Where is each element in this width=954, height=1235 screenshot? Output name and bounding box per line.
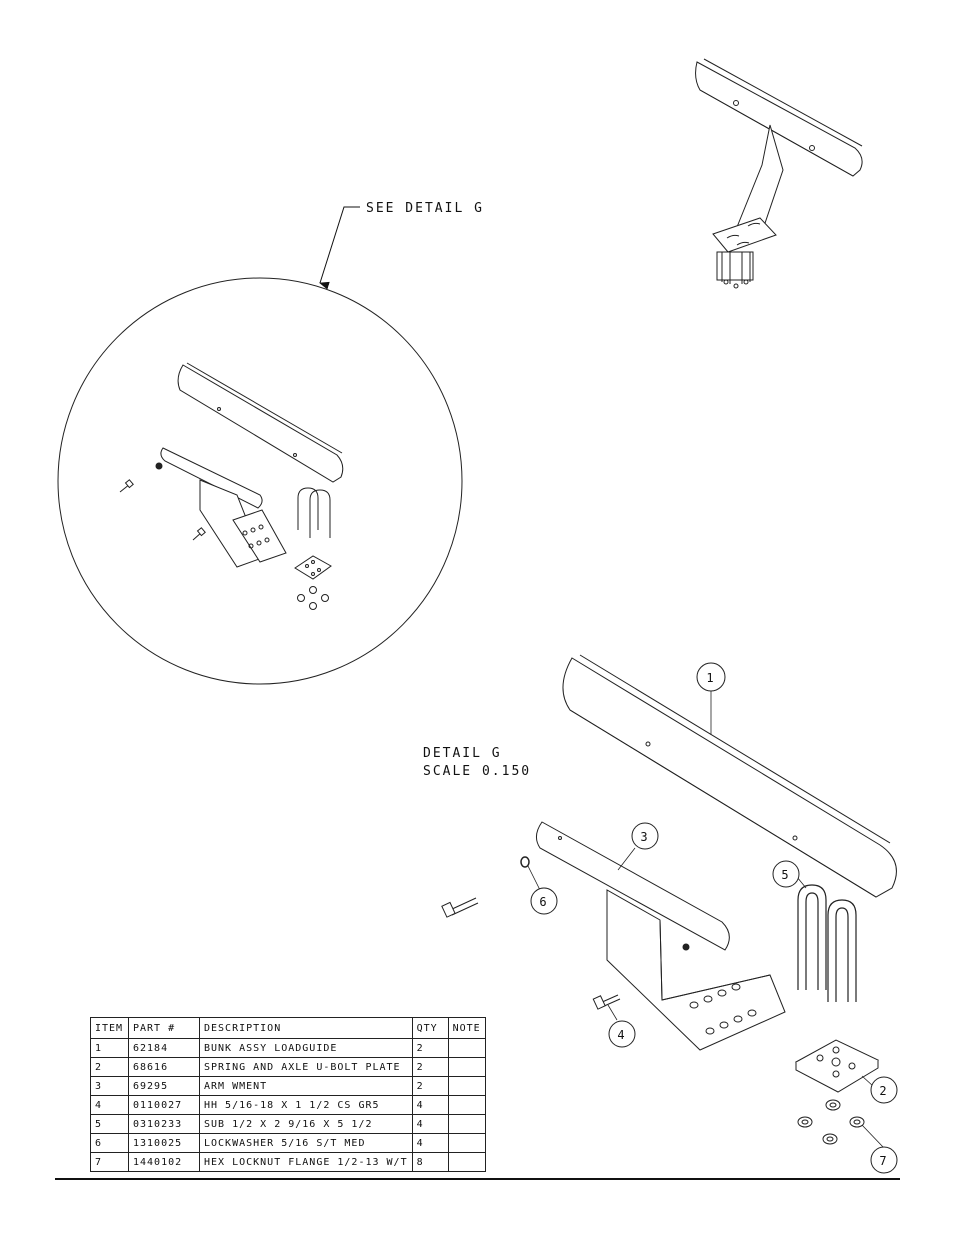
hex-bolts (441, 897, 621, 1010)
bom-item: 5 (90, 1114, 129, 1134)
bom-qty: 4 (411, 1114, 449, 1134)
bom-item: 7 (90, 1152, 129, 1172)
see-detail-label: SEE DETAIL G (366, 201, 484, 216)
balloon-5: 5 (772, 860, 800, 888)
balloon-leaders (527, 691, 885, 1149)
circle-exploded-view (119, 362, 344, 610)
bom-header-qty: QTY (411, 1017, 449, 1039)
detail-scale: SCALE 0.150 (423, 764, 531, 779)
bom-row: 2 68616 SPRING AND AXLE U-BOLT PLATE 2 (90, 1057, 486, 1077)
bom-qty: 2 (411, 1076, 449, 1096)
bom-row: 5 0310233 SUB 1/2 X 2 9/16 X 5 1/2 4 (90, 1114, 486, 1134)
bom-note (447, 1133, 486, 1153)
svg-text:4: 4 (617, 1028, 626, 1042)
balloon-7: 7 (870, 1146, 898, 1174)
bom-row: 4 0110027 HH 5/16-18 X 1 1/2 CS GR5 4 (90, 1095, 486, 1115)
bom-description: HEX LOCKNUT FLANGE 1/2-13 W/T (199, 1152, 413, 1172)
bom-header-part: PART # (128, 1017, 200, 1039)
bom-note (447, 1152, 486, 1172)
bom-part: 0110027 (128, 1095, 200, 1115)
balloon-2: 2 (870, 1076, 898, 1104)
svg-text:6: 6 (539, 895, 548, 909)
bom-header-row: ITEM PART # DESCRIPTION QTY NOTE (90, 1017, 486, 1039)
bom-item: 3 (90, 1076, 129, 1096)
bom-row: 1 62184 BUNK ASSY LOADGUIDE 2 (90, 1038, 486, 1058)
bom-note (447, 1095, 486, 1115)
bom-description: BUNK ASSY LOADGUIDE (199, 1038, 413, 1058)
hex-locknuts (797, 1099, 865, 1145)
balloon-3: 3 (631, 822, 659, 850)
balloon-6: 6 (530, 887, 558, 915)
bom-header-description: DESCRIPTION (199, 1017, 413, 1039)
bom-qty: 4 (411, 1133, 449, 1153)
bom-header-note: NOTE (447, 1017, 486, 1039)
bom-item: 1 (90, 1038, 129, 1058)
bom-row: 3 69295 ARM WMENT 2 (90, 1076, 486, 1096)
bom-part: 1440102 (128, 1152, 200, 1172)
svg-text:5: 5 (781, 868, 790, 882)
u-bolt-plate (794, 1039, 880, 1093)
bom-row: 6 1310025 LOCKWASHER 5/16 S/T MED 4 (90, 1133, 486, 1153)
u-bolts (797, 884, 857, 1002)
bom-item: 4 (90, 1095, 129, 1115)
bill-of-materials: ITEM PART # DESCRIPTION QTY NOTE 1 62184… (90, 1017, 486, 1172)
svg-text:2: 2 (879, 1084, 888, 1098)
svg-text:3: 3 (640, 830, 649, 844)
bom-note (447, 1057, 486, 1077)
bom-part: 0310233 (128, 1114, 200, 1134)
bom-part: 68616 (128, 1057, 200, 1077)
footer-rule (55, 1178, 900, 1180)
detail-circle (57, 277, 463, 685)
bom-part: 69295 (128, 1076, 200, 1096)
bom-description: ARM WMENT (199, 1076, 413, 1096)
bom-description: LOCKWASHER 5/16 S/T MED (199, 1133, 413, 1153)
bom-header-item: ITEM (90, 1017, 129, 1039)
bom-description: SPRING AND AXLE U-BOLT PLATE (199, 1057, 413, 1077)
bom-qty: 4 (411, 1095, 449, 1115)
bom-note (447, 1038, 486, 1058)
bom-item: 2 (90, 1057, 129, 1077)
bom-qty: 8 (411, 1152, 449, 1172)
bom-note (447, 1076, 486, 1096)
lockwasher (520, 856, 530, 868)
detail-title: DETAIL G (423, 746, 502, 761)
bom-description: HH 5/16-18 X 1 1/2 CS GR5 (199, 1095, 413, 1115)
arm-weldment (536, 821, 786, 1051)
bom-item: 6 (90, 1133, 129, 1153)
balloon-4: 4 (608, 1020, 636, 1048)
bom-part: 1310025 (128, 1133, 200, 1153)
bunk-board (562, 654, 897, 898)
assembled-view (695, 58, 863, 289)
bom-description: SUB 1/2 X 2 9/16 X 5 1/2 (199, 1114, 413, 1134)
bom-row: 7 1440102 HEX LOCKNUT FLANGE 1/2-13 W/T … (90, 1152, 486, 1172)
see-detail-leader (319, 206, 360, 290)
bom-qty: 2 (411, 1057, 449, 1077)
bom-part: 62184 (128, 1038, 200, 1058)
bom-qty: 2 (411, 1038, 449, 1058)
svg-text:7: 7 (879, 1154, 888, 1168)
balloon-1: 1 (696, 662, 726, 692)
bom-note (447, 1114, 486, 1134)
svg-text:1: 1 (706, 671, 715, 685)
